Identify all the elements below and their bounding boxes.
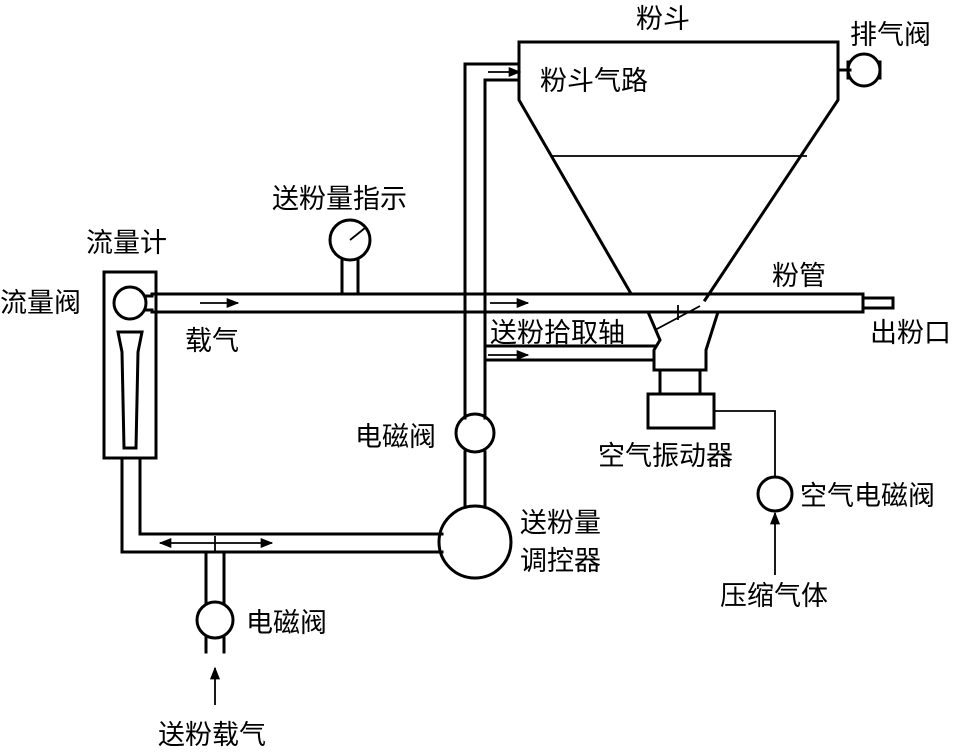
exhaust-valve-label: 排气阀 [850, 20, 931, 51]
feed-regulator-label-2: 调控器 [520, 546, 601, 577]
solenoid-valve-bottom-label: 电磁阀 [246, 608, 327, 639]
solenoid-valve-mid-label: 电磁阀 [355, 422, 436, 453]
flowmeter-label: 流量计 [86, 228, 167, 259]
feed-indicator-label: 送粉量指示 [272, 184, 407, 215]
compressed-gas-label: 压缩气体 [720, 581, 828, 612]
flowmeter [102, 270, 158, 460]
vibrator-assembly [483, 310, 794, 575]
powder-tube [150, 292, 895, 331]
exhaust-valve [836, 52, 882, 88]
feed-carrier-gas-label: 送粉载气 [158, 720, 266, 751]
air-vibrator-label: 空气振动器 [598, 441, 733, 472]
pickup-shaft-label: 送粉拾取轴 [490, 318, 625, 349]
hopper-gas-path-pipe [463, 62, 522, 420]
carrier-supply-pipe [120, 456, 444, 705]
feed-indicator-gauge [328, 218, 372, 296]
air-solenoid-valve-label: 空气电磁阀 [800, 481, 935, 512]
solenoid-valve-mid [454, 412, 496, 507]
flow-valve-label: 流量阀 [0, 288, 81, 319]
outlet-label: 出粉口 [870, 318, 951, 349]
feed-regulator [437, 504, 513, 580]
powder-tube-label: 粉管 [772, 261, 826, 292]
carrier-gas-label: 载气 [185, 326, 239, 357]
hopper-gas-path-label: 粉斗气路 [540, 66, 648, 97]
hopper-label: 粉斗 [636, 4, 690, 35]
feed-regulator-label-1: 送粉量 [520, 508, 601, 539]
